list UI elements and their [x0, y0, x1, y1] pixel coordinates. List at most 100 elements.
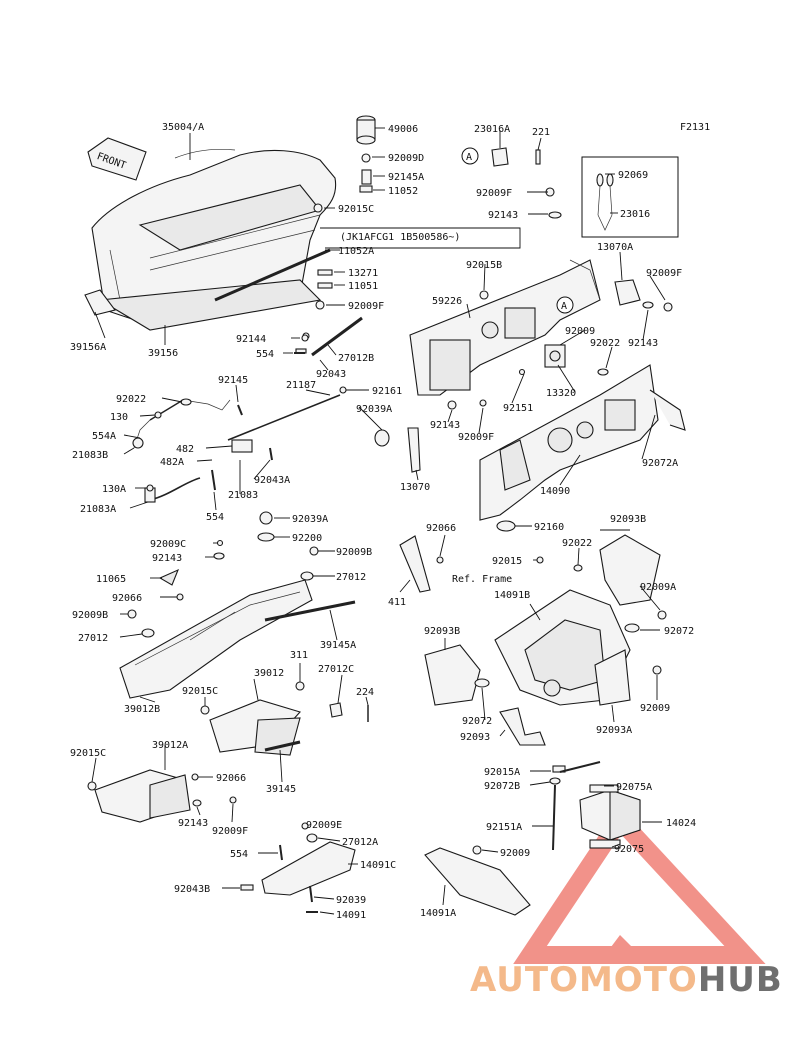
label-92043B: 92043B: [174, 884, 210, 895]
label-92009-b: 92009: [640, 703, 670, 714]
label-35004A: 35004/A: [162, 122, 204, 133]
seat-bracket-59226: [409, 259, 601, 396]
label-92066-c: 92066: [216, 773, 246, 784]
bolt-92009B-left: [127, 609, 137, 619]
guard-411: [399, 535, 431, 593]
bolt-92009D: [361, 153, 371, 163]
battery-14024: [579, 789, 641, 841]
washer-92072B: [549, 777, 561, 785]
label-92200: 92200: [292, 533, 322, 544]
label-11065: 11065: [96, 574, 126, 585]
label-92039: 92039: [336, 895, 366, 906]
switch-13320: [544, 344, 566, 368]
screw-92151: [518, 368, 526, 376]
label-92151: 92151: [503, 403, 533, 414]
svg-text:A: A: [466, 152, 472, 163]
label-92039A-b: 92039A: [292, 514, 328, 525]
label-130A: 130A: [102, 484, 126, 495]
cap-92039A-b: [259, 511, 273, 525]
label-554-a: 554: [256, 349, 274, 360]
label-92145: 92145: [218, 375, 248, 386]
label-92015C: 92015C: [338, 204, 374, 215]
label-14024: 14024: [666, 818, 696, 829]
marker-A-top: A: [461, 147, 479, 165]
label-92015: 92015: [492, 556, 522, 567]
label-92015A: 92015A: [484, 767, 520, 778]
leader-lines: [91, 127, 666, 915]
cable-21083B: [132, 398, 231, 449]
label-14091C: 14091C: [360, 860, 396, 871]
label-21187: 21187: [286, 380, 316, 391]
label-23016: 23016: [620, 209, 650, 220]
clip-27012: [300, 571, 314, 581]
label-92160: 92160: [534, 522, 564, 533]
pin-554-lid: [279, 844, 283, 861]
clip-92066: [176, 593, 184, 601]
label-92022-c: 92022: [562, 538, 592, 549]
plate-92093B-left: [424, 644, 481, 706]
pad-92075A: [589, 784, 619, 793]
clamp-130: [154, 411, 162, 419]
cable-21083A: [144, 477, 201, 503]
label-27012A: 27012A: [342, 837, 378, 848]
clip-27012A: [306, 833, 318, 843]
label-92066-a: 92066: [112, 593, 142, 604]
label-92009F-a: 92009F: [476, 188, 512, 199]
plate-92093A: [594, 649, 631, 706]
figure-code: F2131: [680, 122, 710, 133]
label-39145A: 39145A: [320, 640, 356, 651]
label-92144: 92144: [236, 334, 266, 345]
label-92093: 92093: [460, 732, 490, 743]
label-27012-a: 27012: [336, 572, 366, 583]
label-27012-b: 27012: [78, 633, 108, 644]
plate-92093: [499, 707, 546, 746]
bolt-92009A: [657, 610, 667, 620]
bolt-92144: [301, 334, 309, 342]
label-13320: 13320: [546, 388, 576, 399]
bolt-92009F: [315, 300, 325, 310]
label-92143-e: 92143: [178, 818, 208, 829]
nut-92015C: [313, 203, 323, 213]
nut-311: [295, 681, 305, 691]
collar-92145A: [361, 169, 372, 185]
pin-92043B: [240, 884, 254, 891]
bracket-13070A: [614, 279, 641, 306]
clamp-130A: [146, 484, 154, 492]
label-11052A: 11052A: [338, 246, 374, 257]
label-221: 221: [532, 127, 550, 138]
label-482: 482: [176, 444, 194, 455]
label-92009C: 92009C: [150, 539, 186, 550]
washer-92143-mid: [447, 400, 457, 410]
label-92161: 92161: [372, 386, 402, 397]
label-23016A: 23016A: [474, 124, 510, 135]
washer-92022: [597, 368, 609, 376]
seat-pan-39156: [84, 279, 322, 331]
label-554A: 554A: [92, 431, 116, 442]
label-92072-b: 92072: [462, 716, 492, 727]
label-92075A: 92075A: [616, 782, 652, 793]
label-92151A: 92151A: [486, 822, 522, 833]
label-39156: 39156: [148, 348, 178, 359]
cap-92039A: [374, 429, 390, 447]
label-14091B: 14091B: [494, 590, 530, 601]
screw-92009C: [216, 539, 224, 547]
label-39145: 39145: [266, 784, 296, 795]
label-49006: 49006: [388, 124, 418, 135]
clip-11052: [359, 185, 373, 193]
clip-92066-low: [191, 773, 199, 781]
clip-27012-left: [141, 628, 155, 638]
clip-27012C: [329, 702, 343, 718]
label-13070A: 13070A: [597, 242, 633, 253]
grommet-92160: [496, 520, 516, 532]
label-92009B-a: 92009B: [336, 547, 372, 558]
label-92145A: 92145A: [388, 172, 424, 183]
tray-39012A: [94, 769, 191, 823]
label-92043: 92043: [316, 369, 346, 380]
seat-cover-35004A: [91, 148, 337, 326]
bracket-23016A: [491, 147, 541, 167]
label-92009F-d: 92009F: [458, 432, 494, 443]
lid-14091C: [261, 841, 356, 896]
label-92009D: 92009D: [388, 153, 424, 164]
label-92039A-a: 92039A: [356, 404, 392, 415]
harness-box-23016: [581, 156, 679, 238]
